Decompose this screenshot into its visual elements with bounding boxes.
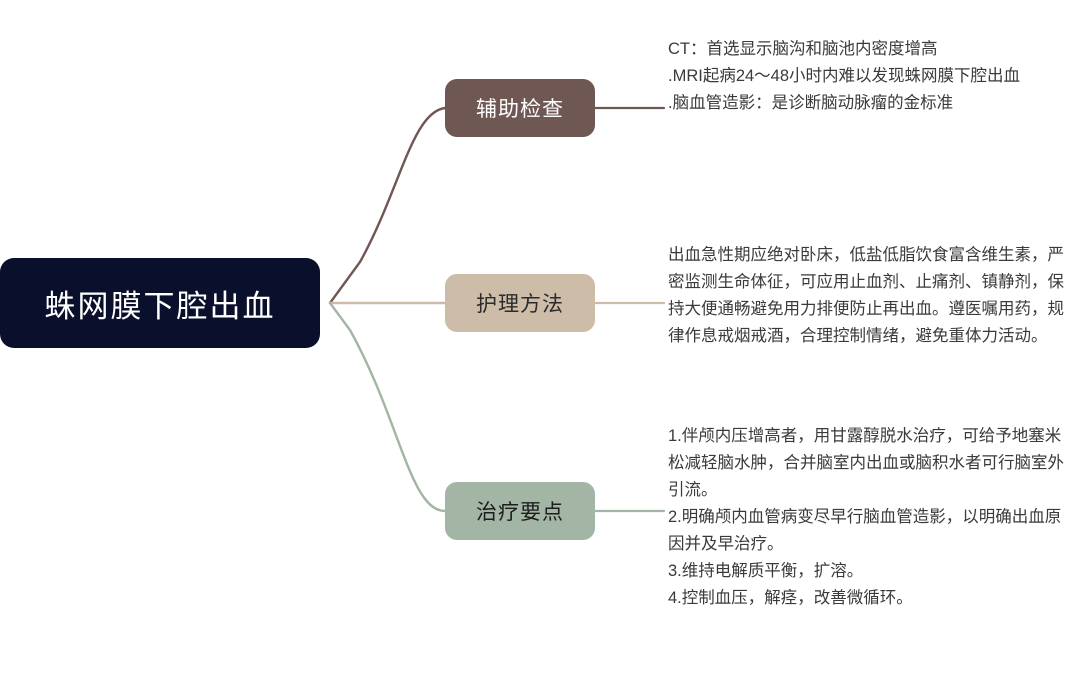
- connector-root-to-exam: [328, 106, 447, 305]
- detail-text-treatment: 1.伴颅内压增高者，用甘露醇脱水治疗，可给予地塞米松减轻脑水肿，合并脑室内出血或…: [668, 427, 1064, 607]
- connector-root-to-treatment: [328, 301, 447, 513]
- branch-node-nursing-label: 护理方法: [476, 293, 564, 316]
- branch-node-treatment-label: 治疗要点: [476, 501, 564, 524]
- branch-node-treatment[interactable]: 治疗要点: [445, 482, 595, 540]
- detail-text-exam: CT：首选显示脑沟和脑池内密度增高 .MRI起病24～48小时内难以发现蛛网膜下…: [668, 40, 1021, 112]
- branch-node-exam-label: 辅助检查: [476, 98, 564, 121]
- branch-node-exam[interactable]: 辅助检查: [445, 79, 595, 137]
- detail-text-nursing: 出血急性期应绝对卧床，低盐低脂饮食富含维生素，严密监测生命体征，可应用止血剂、止…: [668, 246, 1064, 345]
- branch-node-nursing[interactable]: 护理方法: [445, 274, 595, 332]
- root-node-label: 蛛网膜下腔出血: [44, 288, 276, 324]
- root-node[interactable]: 蛛网膜下腔出血: [0, 258, 320, 348]
